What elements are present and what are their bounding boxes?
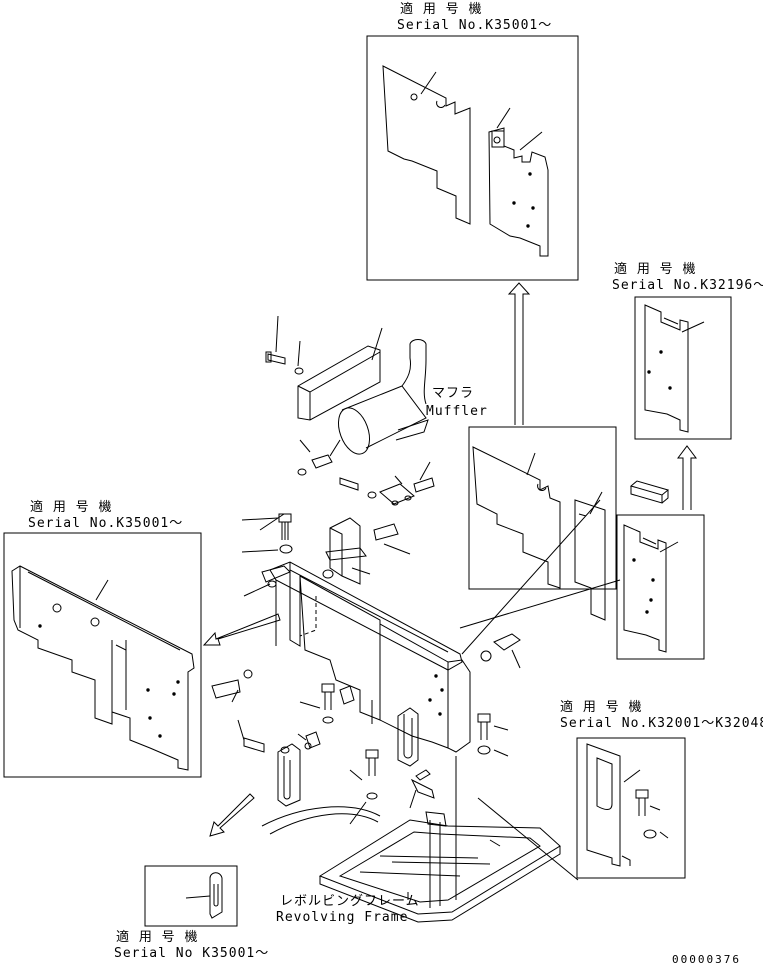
right-middle-inset-box — [616, 514, 705, 660]
arrow-to-bottom-box — [209, 793, 255, 837]
revolving-frame — [318, 811, 561, 923]
right-lower-panel-serial-label: Serial No.K32001～K32048 — [560, 716, 763, 731]
right-top-panel-jp-label: 適 用 号 機 — [614, 262, 697, 277]
muffler-en-label: Muffler — [426, 404, 488, 419]
bolt-set-top — [265, 315, 435, 506]
left-inset-box — [3, 532, 202, 778]
main-frame — [261, 517, 471, 835]
right-lower-inset-box — [576, 737, 686, 879]
drawing-number: 00000376 — [672, 953, 741, 963]
left-panel-serial-label: Serial No.K35001～ — [28, 516, 184, 531]
top-inset-box — [366, 35, 579, 281]
heat-shield — [297, 345, 381, 421]
top-panel-jp-label: 適 用 号 機 — [400, 2, 483, 17]
frame-jp-label: レボルビングフレーム — [280, 894, 420, 909]
bottom-bracket-box — [144, 865, 238, 927]
frame-en-label: Revolving Frame — [276, 910, 409, 925]
bolt-set-right — [477, 633, 521, 757]
top-panel-serial-label: Serial No.K35001～ — [397, 18, 553, 33]
middle-right-box — [468, 426, 617, 621]
arrow-to-left-box — [202, 613, 281, 646]
strip-part — [629, 480, 670, 504]
right-top-panel-serial-label: Serial No.K32196～ — [612, 278, 763, 293]
muffler-jp-label: マフラ — [432, 386, 475, 401]
arrow-to-right-top-box — [677, 445, 697, 510]
bottom-bracket-serial-label: Serial No K35001～ — [114, 946, 270, 961]
arrow-to-top-box — [507, 282, 531, 425]
bottom-bracket-jp-label: 適 用 号 機 — [116, 930, 199, 945]
muffler — [337, 339, 429, 455]
bolt-set-left — [211, 513, 417, 825]
left-panel-jp-label: 適 用 号 機 — [30, 500, 113, 515]
right-lower-panel-jp-label: 適 用 号 機 — [560, 700, 643, 715]
right-top-inset-box — [634, 296, 732, 440]
